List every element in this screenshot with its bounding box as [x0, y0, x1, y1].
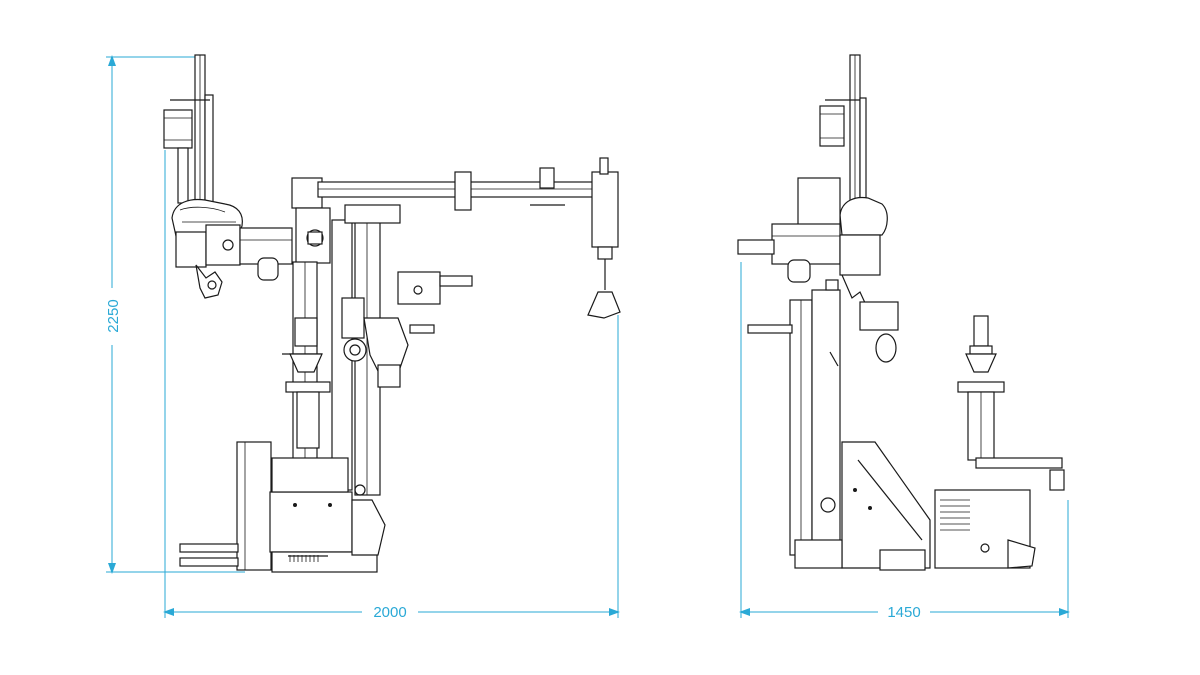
side-view-machine — [737, 54, 1065, 571]
side-width-dimension-label: 1450 — [887, 604, 920, 621]
front-width-dimension: 2000 — [163, 150, 620, 621]
height-dimension: 2250 — [105, 55, 245, 574]
front-width-dimension-label: 2000 — [373, 604, 406, 621]
front-view-machine — [163, 54, 621, 573]
side-width-dimension: 1450 — [739, 262, 1070, 621]
side-vent — [940, 499, 970, 531]
base-vent — [289, 555, 319, 562]
height-dimension-label: 2250 — [105, 299, 122, 332]
